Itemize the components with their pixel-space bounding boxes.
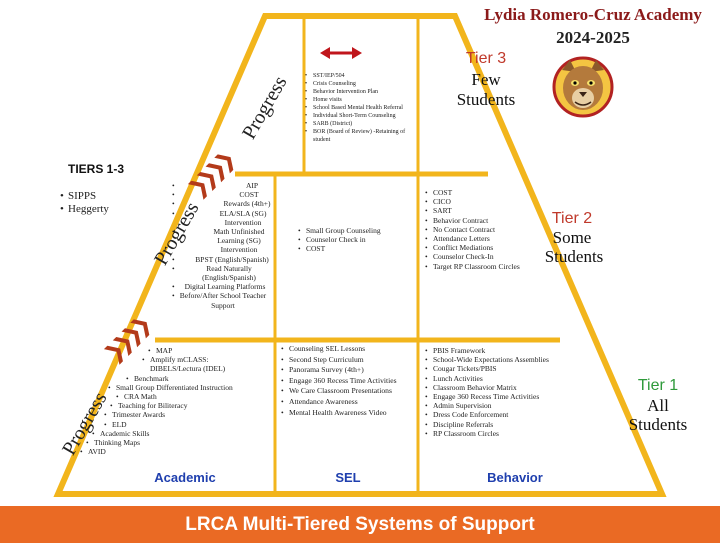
- list-item: Attendance Letters: [425, 234, 535, 243]
- list-item: Small Group Counseling: [298, 226, 416, 235]
- list-item: Individual Short-Term Counseling: [305, 112, 413, 120]
- list-item: Lunch Activities: [425, 374, 575, 383]
- list-item: Engage 360 Recess Time Activities: [425, 392, 575, 401]
- list-item: COST: [298, 244, 416, 253]
- list-item: Amplify mCLASS: DIBELS/Lectura (IDEL): [142, 355, 260, 373]
- list-item: Teaching for Biliteracy: [110, 401, 275, 410]
- list-item: SARB (District): [305, 120, 413, 128]
- cougar-mascot-logo: [552, 56, 614, 118]
- list-item: AVID: [80, 447, 275, 456]
- list-item: Behavior Contract: [425, 216, 535, 225]
- list-item: Conflict Mediations: [425, 243, 535, 252]
- list-item: Dress Code Enforcement: [425, 410, 575, 419]
- tier2-sub-some: Some: [552, 228, 592, 247]
- double-arrow-icon: [320, 47, 362, 59]
- tier2-academic-list: AIP COST Rewards (4th+) ELA/SLA (SG) Int…: [172, 181, 272, 310]
- column-label-academic: Academic: [154, 470, 216, 485]
- tier1-sub-students: Students: [628, 415, 688, 434]
- list-item: Attendance Awareness: [281, 397, 419, 408]
- tier1-sel-list: Counseling SEL Lessons Second Step Curri…: [281, 344, 419, 418]
- list-item: Small Group Differentiated Instruction: [108, 383, 275, 392]
- list-item: School Based Mental Health Referral: [305, 104, 413, 112]
- list-item: AIP: [172, 181, 272, 190]
- list-item: Discipline Referrals: [425, 420, 575, 429]
- tier2-heading: Tier 2: [551, 210, 593, 227]
- list-item: Counselor Check-In: [425, 252, 535, 261]
- list-item: Academic Skills: [92, 429, 275, 438]
- list-item: PBIS Framework: [425, 346, 575, 355]
- list-item: Benchmark: [126, 374, 275, 383]
- list-item: BOR (Board of Review) -Retaining of stud…: [305, 128, 413, 144]
- list-item: Behavior Intervention Plan: [305, 88, 413, 96]
- list-item: RP Classroom Circles: [425, 429, 575, 438]
- list-item: Math Unfinished Learning (SG) Interventi…: [172, 227, 272, 255]
- list-item: Classroom Behavior Matrix: [425, 383, 575, 392]
- list-item: Cougar Tickets/PBIS: [425, 364, 575, 373]
- tier2-behavior-list: COST CICO SART Behavior Contract No Cont…: [425, 188, 535, 271]
- list-item: SST/IEP/504: [305, 72, 413, 80]
- list-item: SART: [425, 206, 535, 215]
- list-item: SIPPS: [60, 190, 150, 203]
- list-item: Trimester Awards: [104, 410, 275, 419]
- column-label-behavior: Behavior: [487, 470, 543, 485]
- tiers-heading: TIERS 1-3: [68, 162, 125, 176]
- tier2-sel-list: Small Group Counseling Counselor Check i…: [298, 226, 416, 254]
- tier3-list: SST/IEP/504 Crisis Counseling Behavior I…: [305, 72, 413, 144]
- tier1-heading: Tier 1: [637, 377, 679, 394]
- tier3-sub-few: Few: [471, 70, 501, 89]
- list-item: Counseling SEL Lessons: [281, 344, 419, 355]
- footer-title: LRCA Multi-Tiered Systems of Support: [0, 506, 720, 543]
- list-item: CICO: [425, 197, 535, 206]
- list-item: ELD: [104, 420, 275, 429]
- school-title: Lydia Romero-Cruz Academy: [484, 5, 702, 24]
- list-item: Read Naturally (English/Spanish): [172, 264, 272, 282]
- list-item: Rewards (4th+): [172, 199, 272, 208]
- list-item: Thinking Maps: [86, 438, 275, 447]
- tier3-sub-students: Students: [456, 90, 516, 109]
- list-item: Target RP Classroom Circles: [425, 262, 535, 271]
- list-item: Panorama Survey (4th+): [281, 365, 419, 376]
- list-item: Home visits: [305, 96, 413, 104]
- list-item: We Care Classroom Presentations: [281, 386, 419, 397]
- list-item: Heggerty: [60, 203, 150, 216]
- tier1-behavior-list: PBIS Framework School-Wide Expectations …: [425, 346, 575, 438]
- list-item: Before/After School Teacher Support: [172, 291, 272, 309]
- list-item: Second Step Curriculum: [281, 355, 419, 366]
- list-item: Counselor Check in: [298, 235, 416, 244]
- list-item: Engage 360 Recess Time Activities: [281, 376, 419, 387]
- tier1-sub-all: All: [647, 396, 669, 415]
- list-item: MAP: [148, 346, 275, 355]
- list-item: No Contact Contract: [425, 225, 535, 234]
- column-label-sel: SEL: [335, 470, 361, 485]
- list-item: COST: [172, 190, 272, 199]
- tier3-heading: Tier 3: [465, 50, 507, 67]
- list-item: ELA/SLA (SG) Intervention: [172, 209, 272, 227]
- list-item: School-Wide Expectations Assemblies: [425, 355, 575, 364]
- list-item: BPST (English/Spanish): [172, 255, 272, 264]
- list-item: COST: [425, 188, 535, 197]
- tiers-side-list: SIPPS Heggerty: [60, 190, 150, 216]
- tier1-academic-list: MAP Amplify mCLASS: DIBELS/Lectura (IDEL…: [80, 346, 275, 457]
- list-item: Crisis Counseling: [305, 80, 413, 88]
- list-item: Admin Supervision: [425, 401, 575, 410]
- school-year: 2024-2025: [556, 28, 630, 47]
- list-item: CRA Math: [116, 392, 275, 401]
- tier2-sub-students: Students: [544, 247, 604, 266]
- list-item: Mental Health Awareness Video: [281, 408, 419, 419]
- list-item: Digital Learning Platforms: [172, 282, 272, 291]
